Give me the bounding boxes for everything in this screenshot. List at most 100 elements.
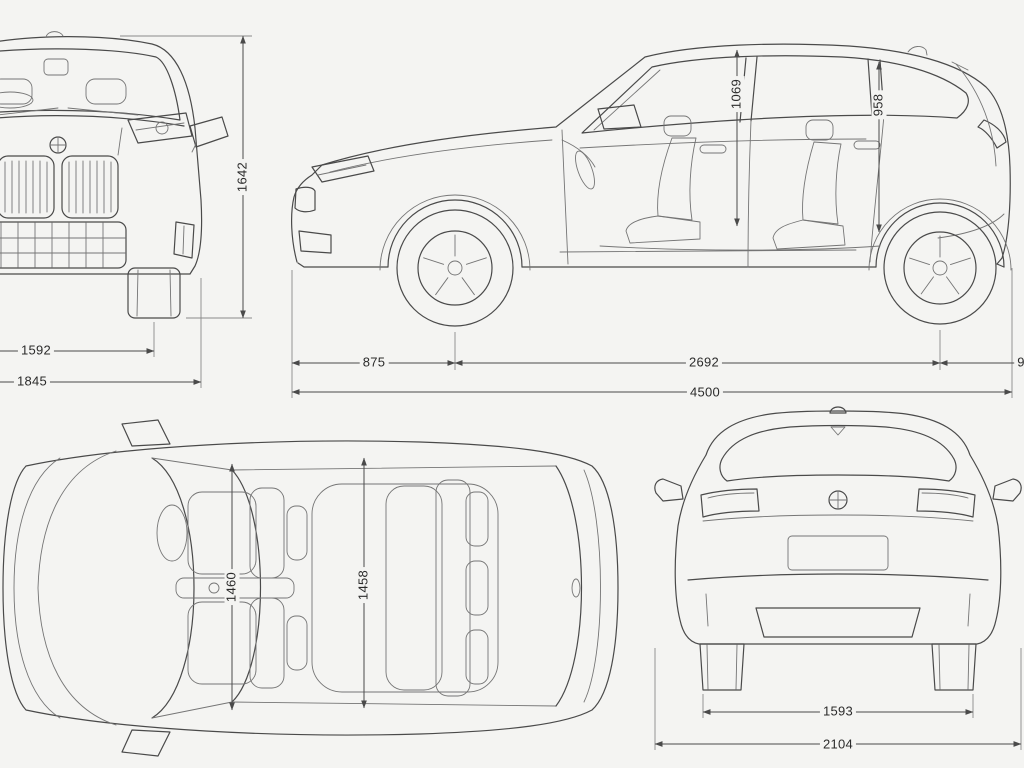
side-headlight-detail (317, 164, 367, 176)
side-front-hub (447, 260, 463, 276)
dim-wheelbase-label: 2692 (685, 355, 723, 371)
rear-window (719, 424, 957, 482)
side-front-seatback (657, 137, 697, 221)
side-rear-headrest (805, 119, 834, 141)
dim-width-with-mirrors-label: 2104 (819, 737, 857, 753)
front-wiper-lines (0, 107, 139, 116)
side-steering-wheel (575, 150, 595, 190)
front-mirror-arm (191, 143, 197, 153)
dim-front-interior-height-label: 1069 (729, 75, 745, 113)
side-extension-lines (291, 268, 1013, 398)
side-interior (561, 115, 881, 251)
rear-reflectors (705, 593, 971, 627)
side-sill-line (559, 249, 857, 253)
front-bmw-roundel-icon (49, 136, 67, 154)
side-bumper-intake (298, 230, 332, 254)
top-mirror-upper (121, 419, 171, 447)
rear-taillight-right (916, 488, 976, 518)
side-front-spokes (423, 234, 487, 296)
side-door-handle-rear (853, 140, 881, 150)
side-rear-seatback (802, 141, 842, 225)
front-headlight-right (127, 112, 193, 144)
top-steering-wheel (156, 504, 188, 562)
side-door-gap-front (561, 129, 569, 265)
front-kidney-grille-right (61, 155, 119, 219)
front-hood-line (0, 115, 185, 127)
top-roof-side-edges (231, 465, 557, 707)
side-rear-hub (932, 260, 948, 276)
top-body-outline (2, 440, 619, 736)
rear-license-plate-recess (787, 535, 889, 571)
top-rear-headrest-2 (465, 560, 489, 616)
side-kidney-grille (294, 186, 316, 213)
top-passenger-seat-cushion (187, 601, 257, 685)
rear-mirror-left (654, 478, 684, 502)
dim-front-shoulder-width-label: 1460 (224, 568, 240, 606)
rear-wiper-base (830, 426, 846, 436)
top-gear-knob (208, 582, 220, 594)
side-glasshouse (581, 55, 969, 134)
rear-wheel-left (699, 643, 745, 691)
top-rear-window-line (555, 465, 583, 707)
dim-rear-overhang-clipped-label: 9 (1014, 355, 1024, 371)
top-interior (156, 479, 489, 697)
front-headrest-left (0, 78, 33, 105)
top-rear-bench-back (435, 479, 471, 697)
side-rear-bumper-crease (937, 213, 1005, 239)
top-front-bumper-line (13, 457, 61, 719)
side-front-rim (417, 230, 493, 306)
side-wheel-arch-front (387, 199, 523, 268)
front-side-intake (173, 221, 195, 259)
side-rear-tire (883, 211, 997, 325)
rear-wheel-right-sidewalls (938, 644, 970, 690)
side-rear-spokes (909, 235, 971, 295)
rear-wheel-right (931, 643, 977, 691)
rear-roof-antenna-icon (829, 406, 847, 414)
front-view (0, 31, 229, 319)
side-door-handle-front (699, 144, 727, 154)
side-character-line (579, 138, 867, 149)
front-kidney-grille-left (0, 155, 55, 219)
side-arch-trim-rear (868, 198, 1012, 271)
front-mirror-right (189, 116, 229, 148)
rear-bmw-roundel-icon (828, 490, 848, 510)
top-panoramic-roof (311, 483, 499, 693)
rear-view (654, 406, 1022, 691)
dim-front-overhang-label: 875 (359, 355, 389, 371)
rear-roundel-cross (828, 490, 848, 510)
front-headlight-projector (155, 121, 169, 135)
side-dash-line (561, 139, 596, 168)
front-rearview-mirror (43, 58, 69, 76)
side-tailgate-line (955, 63, 997, 167)
side-floor-line (599, 245, 881, 251)
front-roundel-cross (49, 136, 67, 154)
side-underbody (297, 262, 1005, 268)
rear-diffuser (755, 607, 921, 638)
front-wheel-right (127, 267, 181, 319)
rear-taillight-left-detail (707, 492, 755, 499)
top-driver-headrest (286, 505, 308, 561)
side-mirror (597, 104, 642, 130)
side-front-headrest (663, 115, 692, 137)
top-rear-spoiler-line (583, 469, 601, 703)
rear-taillight-left (700, 488, 760, 518)
rear-tailgate-crease (702, 514, 974, 522)
front-lower-grille-mesh (0, 222, 126, 268)
side-rear-wheel (883, 211, 997, 325)
dim-rear-track-label: 1593 (819, 704, 857, 720)
front-windshield (0, 48, 181, 121)
side-hood-cutline (329, 139, 553, 173)
side-headlight (311, 155, 375, 183)
side-front-seat-cushion (625, 215, 701, 244)
top-view (2, 419, 619, 757)
rear-bumper-top-line (687, 573, 989, 581)
side-front-tire (396, 209, 514, 327)
side-wheel-arch-rear (875, 202, 1005, 268)
top-rear-headrest-1 (465, 491, 489, 547)
top-windshield-cowl (151, 457, 195, 719)
side-view-dimensions (291, 49, 1024, 398)
front-body-outline (0, 36, 203, 275)
rear-width-extension-lines (654, 648, 1022, 750)
dim-front-track-label: 1592 (17, 343, 55, 359)
